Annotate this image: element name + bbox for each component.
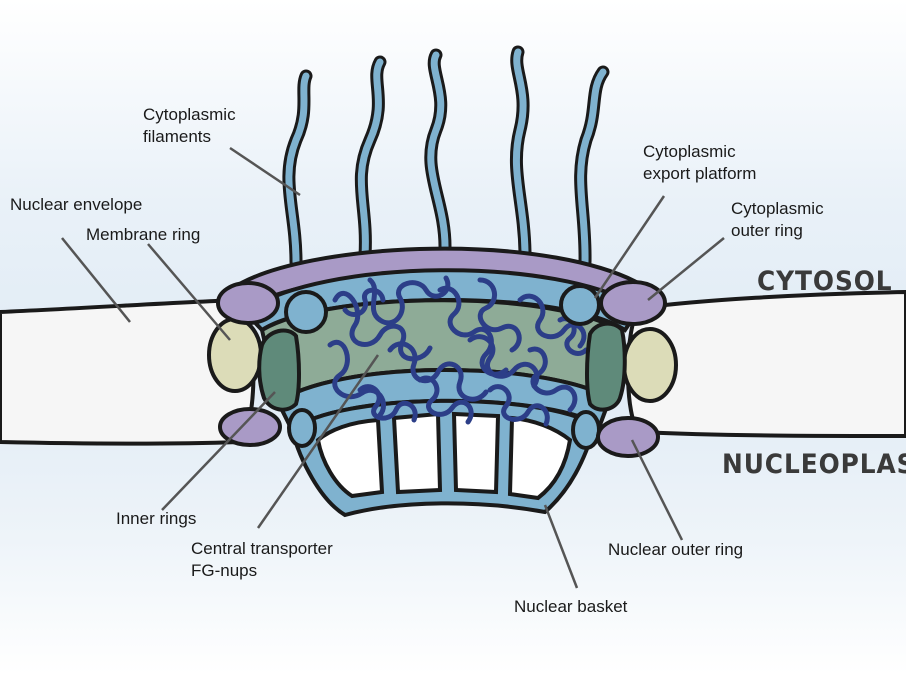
label-inner-rings: Inner rings bbox=[116, 508, 196, 530]
label-central-transporter: Central transporter FG-nups bbox=[191, 538, 333, 582]
label-nuclear-outer-ring: Nuclear outer ring bbox=[608, 539, 743, 561]
label-cytoplasmic-outer-ring: Cytoplasmic outer ring bbox=[731, 198, 824, 242]
cytoplasmic-outer-ring-right bbox=[601, 282, 665, 324]
nuclear-outer-ring-right bbox=[598, 418, 658, 456]
region-cytosol: CYTOSOL bbox=[757, 266, 893, 297]
region-nucleoplasm: NUCLEOPLASM bbox=[722, 449, 906, 480]
label-cytoplasmic-filaments: Cytoplasmic filaments bbox=[143, 104, 236, 148]
inner-ring-left bbox=[259, 330, 299, 409]
label-cytoplasmic-export-platform: Cytoplasmic export platform bbox=[643, 141, 756, 185]
label-membrane-ring: Membrane ring bbox=[86, 224, 200, 246]
inner-ring-right bbox=[587, 324, 625, 410]
label-nuclear-basket: Nuclear basket bbox=[514, 596, 627, 618]
label-nuclear-envelope: Nuclear envelope bbox=[10, 194, 142, 216]
membrane-ring-left bbox=[209, 319, 261, 391]
membrane-ring-right bbox=[624, 329, 676, 401]
cytoplasmic-outer-ring-left bbox=[218, 283, 278, 323]
